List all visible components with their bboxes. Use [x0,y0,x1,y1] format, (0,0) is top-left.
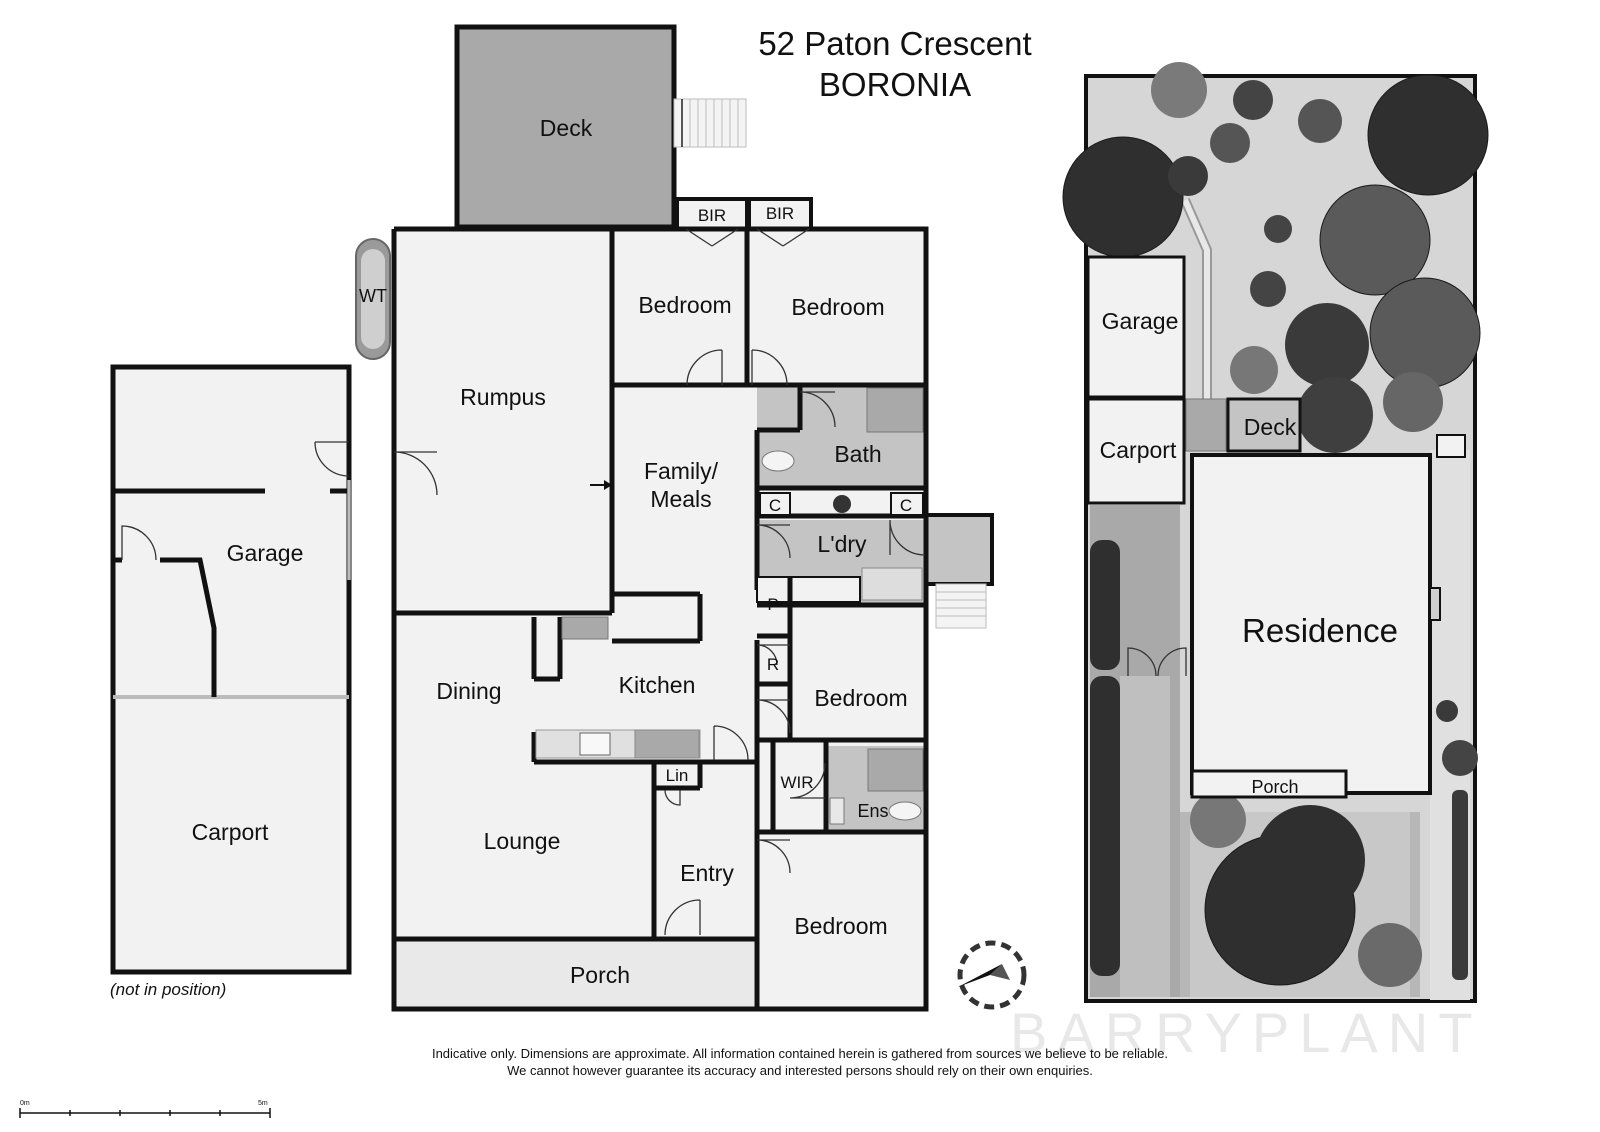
robe-label: R [767,655,779,674]
wir-label: WIR [780,773,813,792]
bath-label: Bath [834,441,881,467]
deck-stairs [673,98,747,148]
wt-label: WT [359,286,387,306]
cupboard-label-2: C [900,496,912,515]
watermark-text: BARRYPLANT [1010,1001,1482,1064]
rumpus-label: Rumpus [460,384,546,410]
outbuilding-outline [110,364,352,975]
compass-icon [957,940,1027,1010]
outbuilding-carport-label: Carport [192,819,269,845]
disclaimer-line-2: We cannot however guarantee its accuracy… [507,1063,1093,1078]
site-garage-label: Garage [1102,308,1179,334]
site-residence-label: Residence [1242,612,1398,649]
outbuilding: Garage Carport (not in position) [110,364,352,999]
main-house: Deck BIR BIR [355,24,994,1012]
site-carport [1086,397,1186,505]
site-garage [1086,255,1186,399]
ensuite-label: Ens [857,801,888,821]
dining-label: Dining [436,678,501,704]
site-deck-label: Deck [1244,414,1297,440]
disclaimer-line-1: Indicative only. Dimensions are approxim… [432,1046,1168,1061]
not-in-position-note: (not in position) [110,980,226,999]
deck-label: Deck [540,115,593,141]
suburb-line: BORONIA [819,66,971,103]
bedroom-3-label: Bedroom [814,685,907,711]
site-deck [1226,397,1302,453]
laundry-label: L'dry [817,531,867,557]
entry-label: Entry [680,860,734,886]
scale-bar: 0m 5m [19,1100,271,1118]
bedroom-4-label: Bedroom [794,913,887,939]
site-residence [1190,453,1432,795]
family-meals-label-2: Meals [650,486,711,512]
bedroom-1-label: Bedroom [638,292,731,318]
bir-label-1: BIR [698,206,726,225]
pantry-label: P [767,595,778,614]
site-carport-label: Carport [1100,437,1177,463]
bir-label-2: BIR [766,204,794,223]
porch [394,939,754,1009]
kitchen-label: Kitchen [619,672,696,698]
linen-label: Lin [666,766,689,785]
bedroom-2-label: Bedroom [791,294,884,320]
site-porch-label: Porch [1251,777,1298,797]
family-meals-label-1: Family/ [644,458,719,484]
scale-start-label: 0m [20,1100,30,1107]
outbuilding-garage-label: Garage [227,540,304,566]
cupboard-label-1: C [769,496,781,515]
scale-end-label: 5m [258,1100,268,1107]
porch-label: Porch [570,962,630,988]
house-floor [394,229,926,1009]
address-line: 52 Paton Crescent [758,25,1031,62]
site-plan: Garage Carport Deck Residence Porch [1062,62,1489,1003]
site-porch [1190,769,1348,799]
lounge-label: Lounge [484,828,561,854]
